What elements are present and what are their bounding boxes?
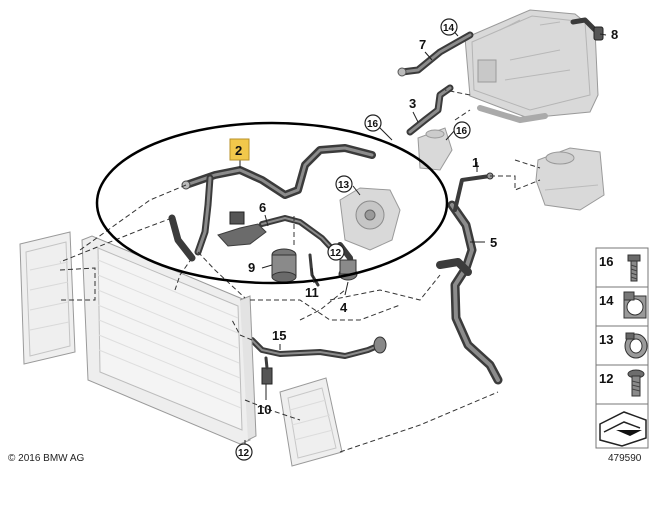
valve-9[interactable] [271, 248, 297, 283]
callout-10[interactable]: 10 [257, 402, 271, 417]
callout-13: 13 [338, 180, 350, 191]
hose-6[interactable] [217, 211, 338, 255]
callout-16a: 16 [367, 119, 379, 130]
callout-11[interactable]: 11 [305, 285, 319, 300]
radiator [81, 235, 257, 445]
callout-9[interactable]: 9 [248, 260, 255, 275]
sensor-10[interactable] [261, 356, 273, 385]
hose-clamp-icon [624, 332, 648, 359]
callout-12a-circle[interactable]: 12 [327, 243, 345, 261]
highlight-ellipse [95, 121, 449, 285]
water-pump [337, 187, 401, 275]
intercooler-housing [464, 9, 599, 124]
assembly-lines [59, 89, 541, 453]
callout-12b-circle[interactable]: 12 [235, 443, 253, 461]
callout-12b: 12 [238, 448, 250, 459]
diagram-number: 479590 [608, 453, 642, 464]
legend-label-12[interactable]: 12 [599, 371, 613, 386]
callout-15[interactable]: 15 [272, 328, 286, 343]
auxiliary-cooler [279, 377, 343, 467]
hose-7[interactable] [397, 31, 474, 77]
coolant-reservoir [417, 127, 453, 171]
bolt-icon [627, 254, 641, 282]
callout-5[interactable]: 5 [490, 235, 497, 250]
hose-5[interactable] [436, 200, 503, 385]
callout-12a: 12 [330, 248, 342, 259]
callout-6[interactable]: 6 [259, 200, 266, 215]
callout-2-highlight [229, 138, 250, 161]
sensor-8[interactable] [570, 17, 604, 41]
callout-13-circle[interactable]: 13 [335, 175, 353, 193]
callout-14: 14 [443, 23, 455, 34]
hose-1[interactable] [453, 172, 494, 212]
callout-16b-circle[interactable]: 16 [453, 121, 471, 139]
hose-15[interactable] [249, 336, 387, 359]
legend-label-14[interactable]: 14 [599, 293, 614, 308]
hose-clip-icon [623, 291, 647, 319]
callout-16a-circle[interactable]: 16 [364, 114, 382, 132]
expansion-tank [535, 147, 605, 211]
legend-label-16[interactable]: 16 [599, 254, 613, 269]
parts-legend-panel: 16 14 13 12 [595, 247, 649, 449]
arrow-cap-icon [599, 411, 647, 447]
radiator-shroud-left [19, 231, 76, 365]
hose-3[interactable] [406, 84, 454, 136]
callout-14-circle[interactable]: 14 [440, 18, 458, 36]
legend-label-13[interactable]: 13 [599, 332, 613, 347]
copyright-text: © 2016 BMW AG [8, 453, 85, 464]
callout-3[interactable]: 3 [409, 96, 416, 111]
callout-1[interactable]: 1 [472, 155, 479, 170]
callout-2[interactable]: 2 [235, 143, 242, 158]
callout-8[interactable]: 8 [611, 27, 618, 42]
hose-2[interactable] [168, 144, 376, 262]
callout-16b: 16 [456, 126, 468, 137]
torx-screw-icon [627, 369, 645, 397]
callout-7[interactable]: 7 [419, 37, 426, 52]
callout-4[interactable]: 4 [340, 300, 348, 315]
